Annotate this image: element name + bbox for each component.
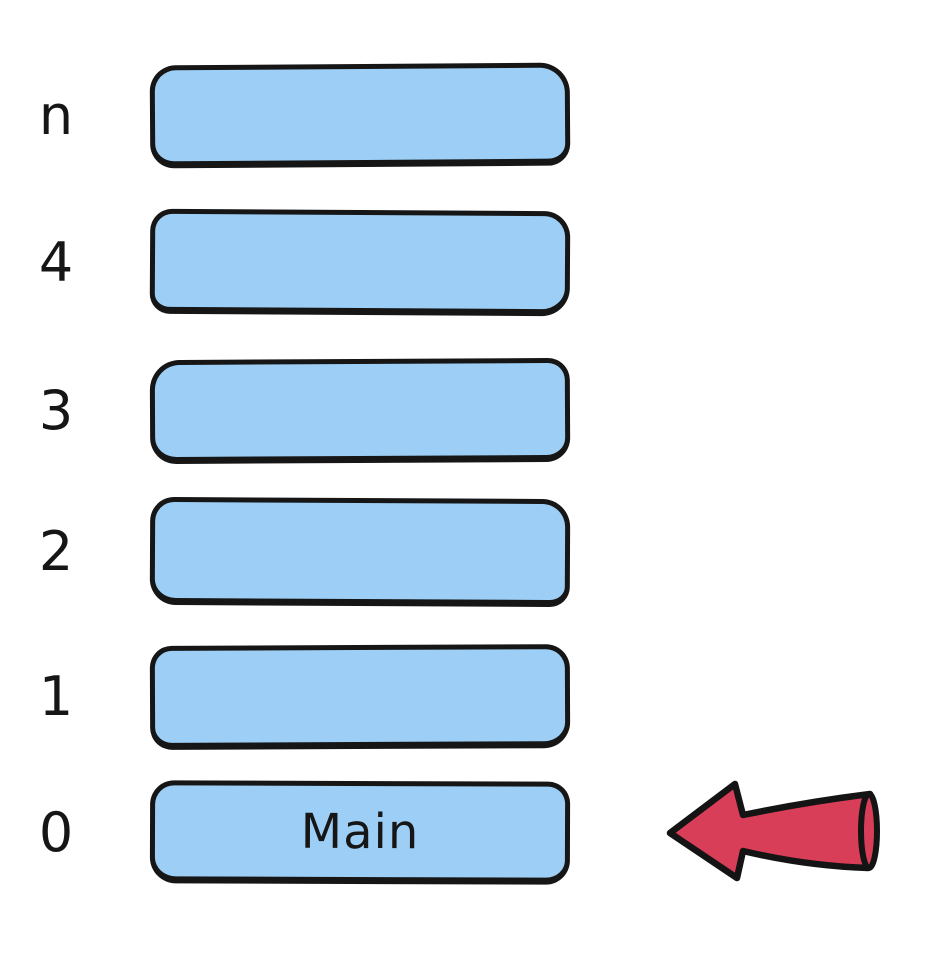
row-label: 2 <box>38 520 74 583</box>
row-label: 0 <box>38 801 74 864</box>
stack-frame <box>149 357 571 465</box>
row-label: 1 <box>38 665 74 728</box>
arrow-left-icon <box>666 780 880 882</box>
row-label: n <box>38 84 74 147</box>
stack-frame <box>149 62 571 169</box>
row-label: 3 <box>38 379 74 442</box>
stack-frame <box>149 496 571 608</box>
stack-frame <box>149 644 571 750</box>
stack-frame-main: Main <box>149 780 571 885</box>
stack-frame <box>149 208 571 317</box>
frame-text: Main <box>300 803 420 860</box>
row-label: 4 <box>38 231 74 294</box>
